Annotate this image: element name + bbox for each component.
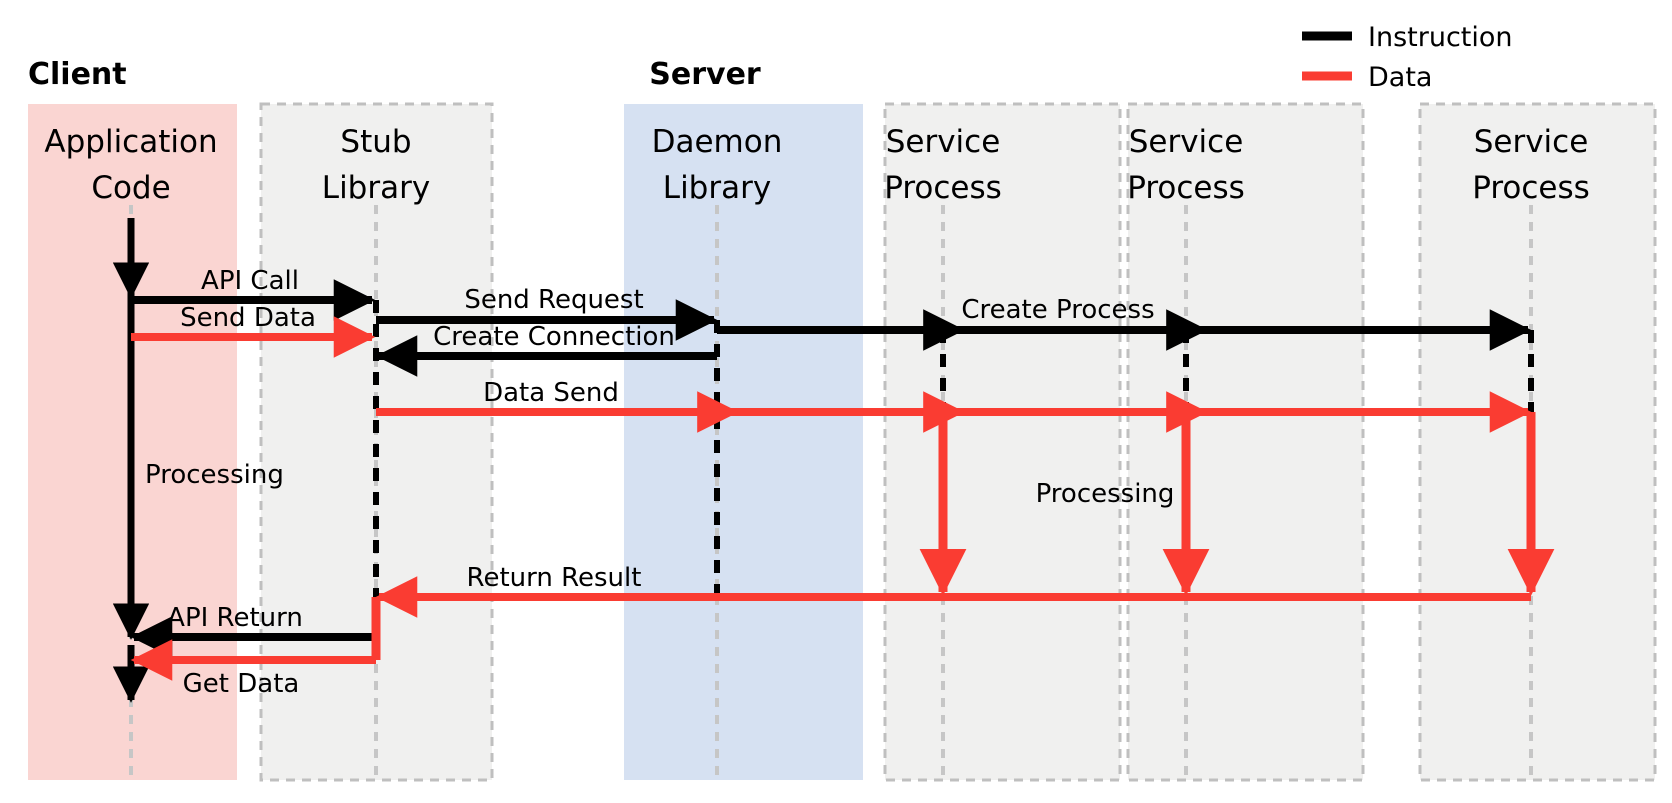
lane-title-daemon-library-2: Library	[663, 170, 771, 206]
group-title-server: Server	[649, 57, 761, 92]
message-send-request: Send Request	[376, 285, 718, 341]
lane-title-service-process-2: Service	[1129, 124, 1244, 160]
band-daemon-library	[624, 104, 863, 780]
message-api-return: API Return	[130, 603, 376, 658]
lane-title-stub-library-2: Library	[322, 170, 430, 206]
lane-title-application-code-2: Code	[91, 170, 170, 206]
message-send-data: Send Data	[131, 303, 376, 358]
service-activation-bars	[919, 412, 1555, 596]
lane-title-service-process-1-2: Process	[884, 170, 1002, 206]
band-service-process-1	[883, 102, 1122, 782]
message-data-send: Data Send	[376, 378, 1532, 433]
lane-title-daemon-library: Daemon	[652, 124, 783, 160]
band-service-process-3	[1418, 102, 1657, 782]
message-send-request-label: Send Request	[464, 285, 643, 315]
message-return-result-label: Return Result	[467, 563, 642, 593]
group-title-client: Client	[28, 57, 127, 92]
message-create-process: Create Process	[717, 295, 1532, 351]
message-create-process-label: Create Process	[961, 295, 1154, 325]
lane-title-service-process-1: Service	[886, 124, 1001, 160]
message-get-data-label: Get Data	[183, 669, 300, 699]
lane-bands	[28, 102, 1657, 782]
lane-title-service-process-2-2: Process	[1127, 170, 1245, 206]
message-api-call: API Call	[131, 266, 376, 321]
message-api-call-label: API Call	[201, 266, 299, 296]
message-create-connection: Create Connection	[375, 322, 717, 377]
legend: Instruction Data	[1302, 22, 1513, 93]
legend-label-data: Data	[1368, 62, 1432, 93]
band-service-process-2	[1126, 102, 1365, 782]
message-return-result: Return Result	[375, 563, 1531, 618]
lane-title-service-process-3: Service	[1474, 124, 1589, 160]
activation-label-service-processing: Processing	[1036, 479, 1175, 509]
message-send-data-label: Send Data	[180, 303, 316, 333]
message-data-send-label: Data Send	[483, 378, 619, 408]
lane-title-stub-library: Stub	[340, 124, 411, 160]
message-create-connection-label: Create Connection	[433, 322, 675, 352]
message-api-return-label: API Return	[167, 603, 303, 633]
lane-title-service-process-3-2: Process	[1472, 170, 1590, 206]
message-get-data: Get Data	[130, 639, 376, 699]
activation-label-client-processing: Processing	[145, 460, 284, 490]
lane-titles: Application Code Stub Library Daemon Lib…	[44, 124, 1589, 206]
legend-label-instruction: Instruction	[1368, 22, 1513, 53]
lane-title-application-code: Application	[44, 124, 217, 160]
